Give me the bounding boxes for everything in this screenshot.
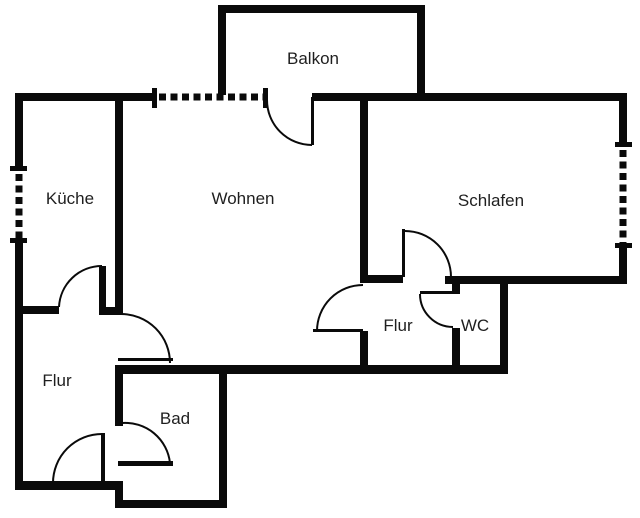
- doors: [52, 97, 454, 484]
- top-wall-west: [15, 93, 155, 101]
- right-wall-upper: [619, 93, 627, 143]
- room-labels: Balkon Küche Wohnen Schlafen Flur WC Flu…: [42, 49, 524, 428]
- balcony-wall-right: [417, 5, 425, 95]
- wc-west-wall-lower: [452, 328, 460, 374]
- apartment-entry-door: [52, 433, 105, 484]
- window-cap: [263, 88, 268, 108]
- room-label-wohnen: Wohnen: [211, 189, 274, 208]
- room-label-flur-eingang: Flur: [42, 371, 72, 390]
- living-hall-door-leaf: [313, 329, 363, 332]
- windows: [10, 88, 632, 248]
- balcony-wall-left: [218, 5, 226, 95]
- window-cap: [10, 166, 27, 171]
- bedroom-south-wall: [445, 276, 627, 284]
- right-wall-lower: [619, 248, 627, 284]
- top-wall-east: [312, 93, 627, 101]
- bath-door: [118, 421, 173, 466]
- entry-south-wall: [15, 481, 118, 490]
- south-wall: [115, 365, 508, 374]
- bedroom-door-arc: [404, 230, 452, 278]
- entry-hall-living-door-leaf: [118, 358, 173, 361]
- balcony-door: [266, 97, 314, 146]
- bath-east-wall: [219, 365, 227, 508]
- kitchen-south-wall-east: [99, 307, 123, 315]
- room-label-flur-mitte: Flur: [383, 316, 413, 335]
- living-hall-wall-lower: [360, 331, 368, 374]
- wc-east-wall: [500, 284, 508, 374]
- wc-door-arc: [419, 293, 454, 328]
- balcony-door-leaf: [311, 97, 314, 145]
- window-cap: [10, 238, 27, 243]
- window-kitchen-left: [10, 166, 27, 243]
- entry-hall-living-door-arc: [120, 313, 171, 364]
- entry-hall-living-door: [118, 313, 173, 364]
- room-label-balkon: Balkon: [287, 49, 339, 68]
- bedroom-door: [402, 229, 452, 278]
- room-label-bad: Bad: [160, 409, 190, 428]
- left-wall-upper: [15, 93, 23, 168]
- wc-west-wall-stub: [452, 283, 460, 294]
- bedroom-door-leaf: [402, 229, 405, 277]
- living-hall-door-arc: [316, 284, 364, 332]
- balcony-wall-top: [218, 5, 425, 13]
- bath-door-leaf: [118, 461, 173, 466]
- balcony-door-arc: [266, 99, 313, 146]
- window-cap: [152, 88, 157, 108]
- bath-door-arc: [121, 421, 171, 464]
- window-bedroom-right: [615, 142, 632, 248]
- room-label-schlafen: Schlafen: [458, 191, 524, 210]
- walls: [15, 5, 627, 508]
- kitchen-door: [58, 264, 106, 313]
- wc-door-leaf: [420, 291, 452, 294]
- room-label-kueche: Küche: [46, 189, 94, 208]
- kitchen-east-wall: [115, 97, 123, 315]
- kitchen-door-arc: [58, 264, 103, 308]
- bath-west-wall-lower: [115, 481, 123, 508]
- window-cap: [615, 142, 632, 147]
- wc-door: [419, 291, 454, 328]
- left-wall-lower: [15, 240, 23, 489]
- apartment-entry-door-leaf: [101, 433, 105, 483]
- living-hall-door: [313, 284, 364, 332]
- bath-south-wall: [115, 500, 227, 508]
- window-living-top: [152, 88, 268, 108]
- living-bedroom-wall: [360, 97, 368, 283]
- room-label-wc: WC: [461, 316, 489, 335]
- hall-north-wall: [360, 275, 403, 283]
- kitchen-door-leaf: [99, 266, 106, 313]
- apartment-entry-door-arc: [52, 433, 103, 484]
- bath-west-wall-upper: [115, 365, 123, 426]
- kitchen-south-wall-west: [15, 306, 59, 314]
- window-cap: [615, 243, 632, 248]
